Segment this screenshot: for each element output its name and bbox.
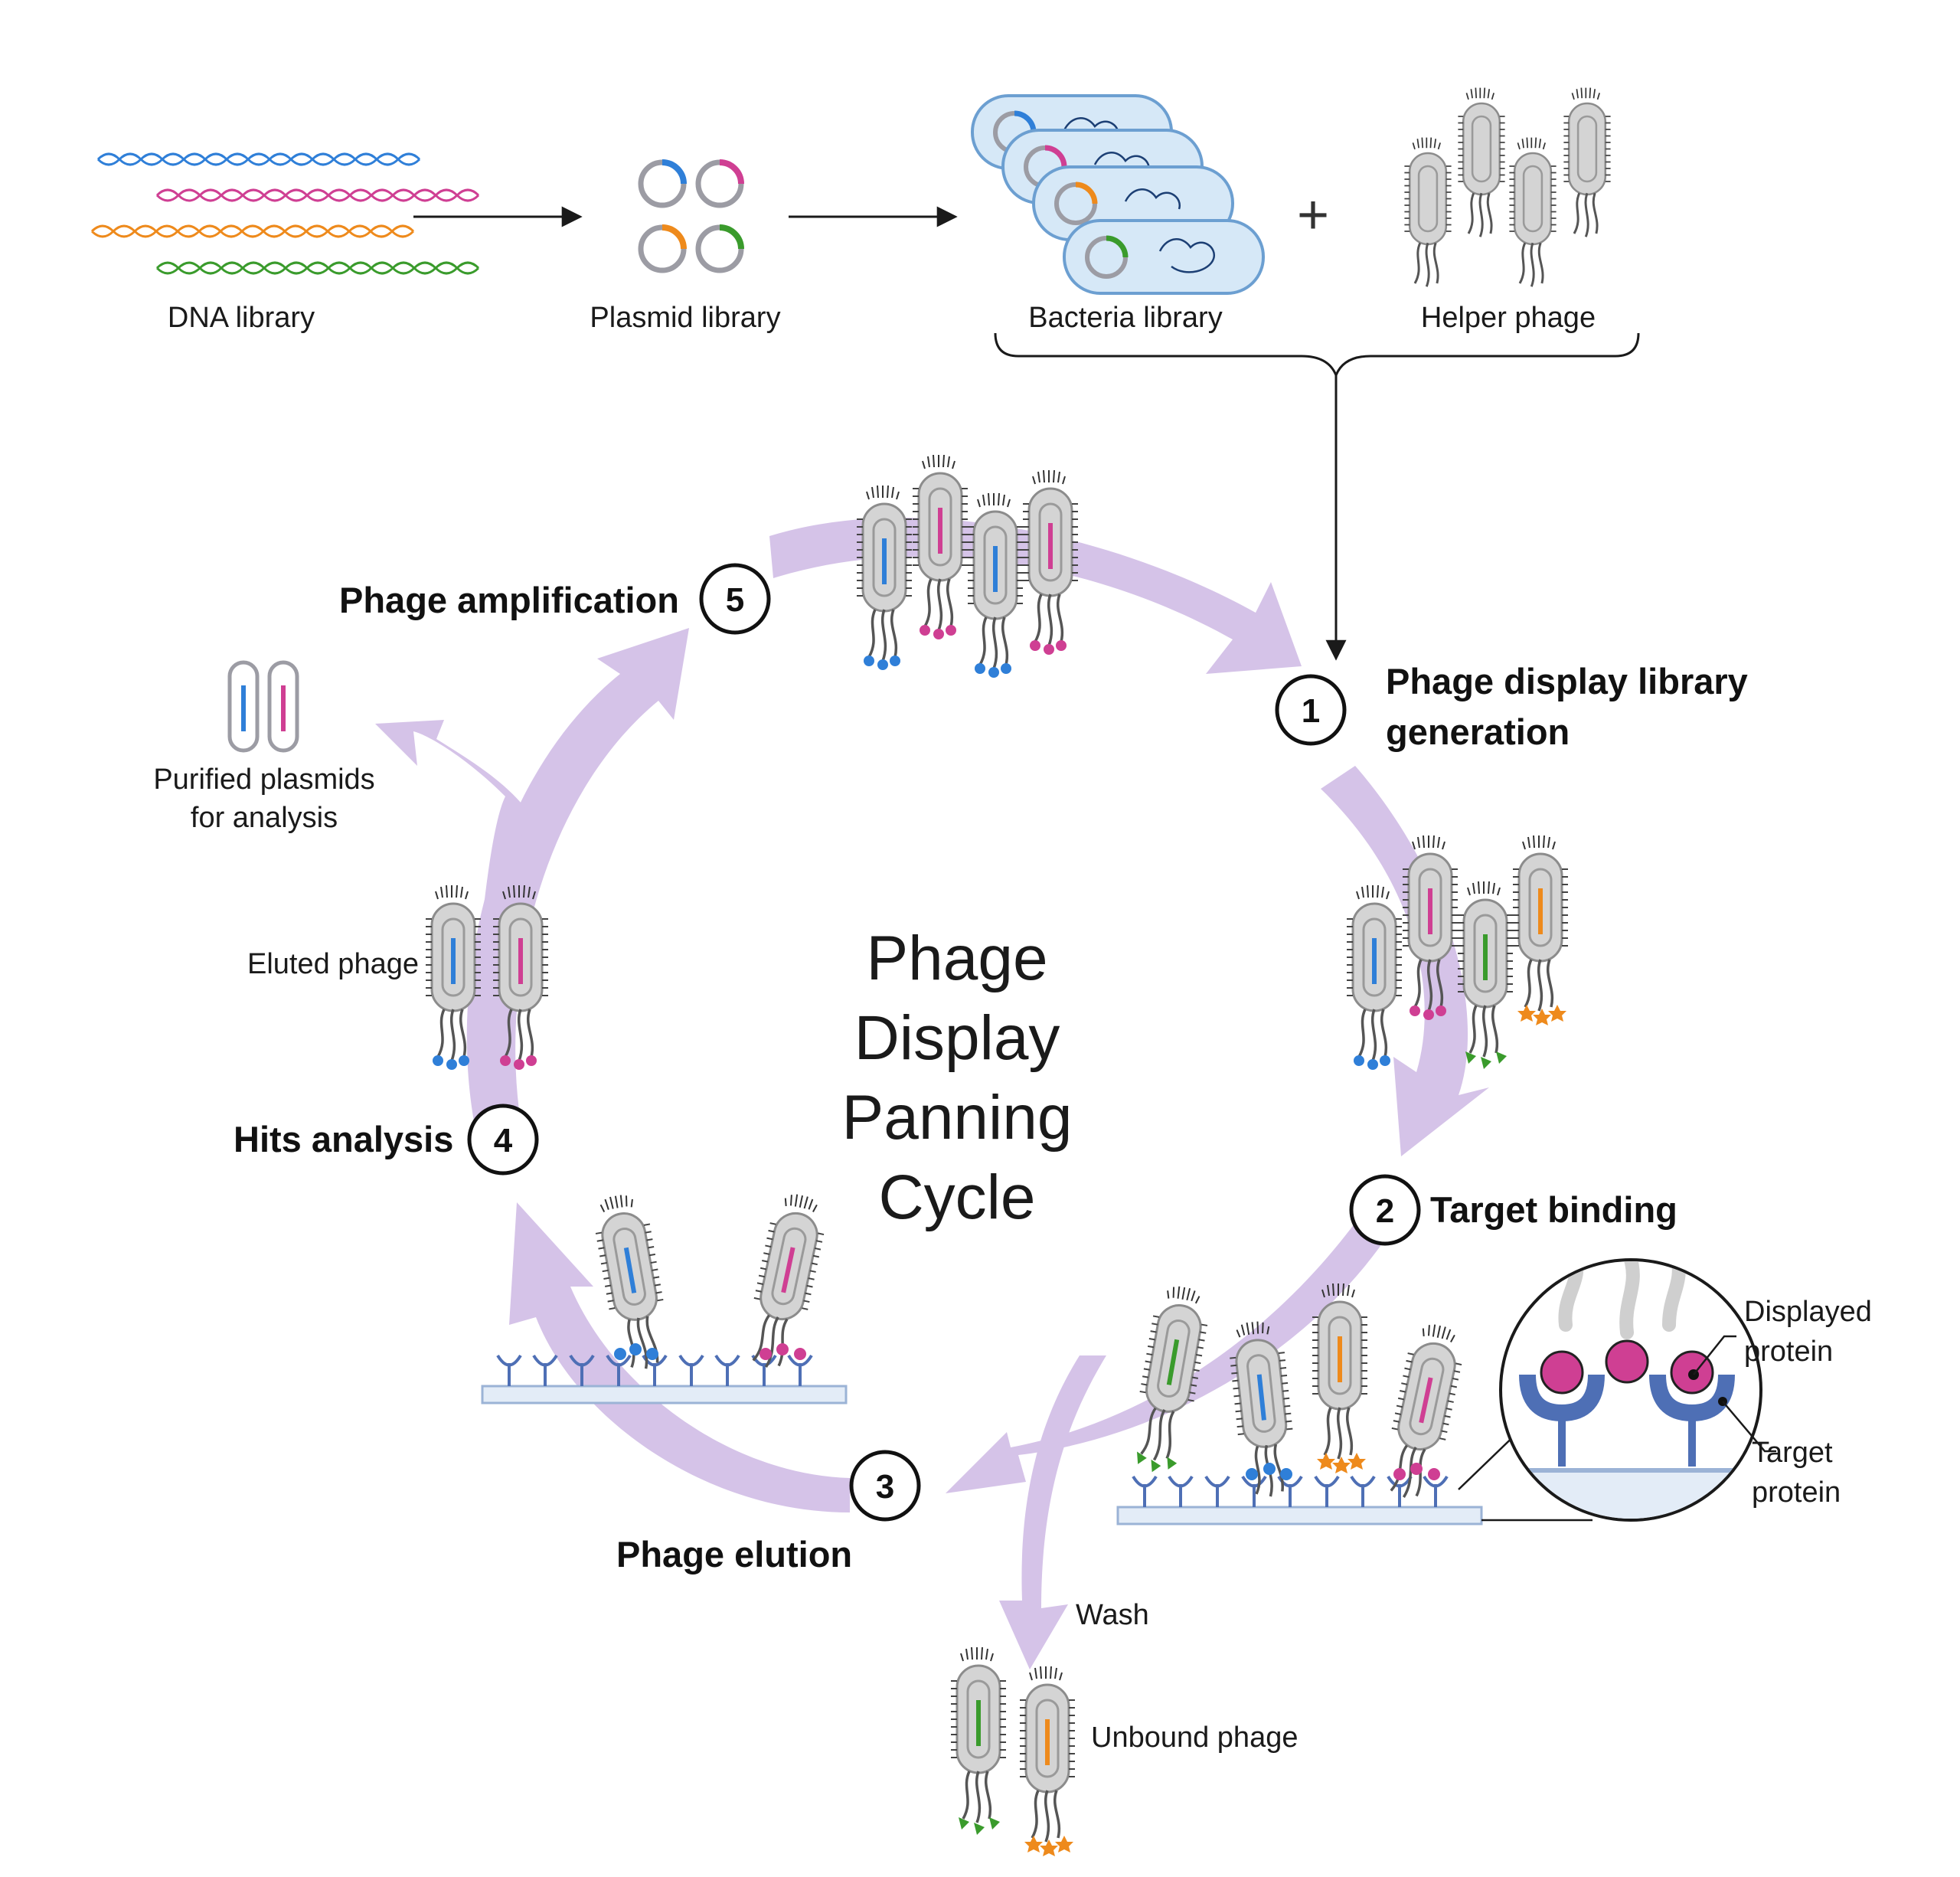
svg-text:4: 4 — [494, 1122, 513, 1159]
step-circles: 1 2 3 4 5 — [467, 563, 1421, 1522]
plasmid-library-label: Plasmid library — [590, 302, 781, 334]
dna-library-illustration — [90, 152, 480, 275]
dna-library-label: DNA library — [167, 302, 315, 334]
svg-text:3: 3 — [876, 1468, 894, 1506]
step-3-label: Phage elution — [616, 1534, 853, 1575]
step-3-circle: 3 — [849, 1450, 921, 1522]
step-1-label-line2: generation — [1386, 711, 1570, 752]
purified-plasmids-label-line2: for analysis — [190, 802, 338, 834]
displayed-protein-label: Displayed — [1744, 1296, 1872, 1328]
target-protein-label-line2: protein — [1752, 1476, 1841, 1509]
svg-text:2: 2 — [1376, 1192, 1394, 1230]
diagram-title: Phage Display Panning Cycle — [841, 924, 1073, 1232]
unbound-phage-label: Unbound phage — [1091, 1722, 1298, 1754]
step-1-circle: 1 — [1275, 674, 1347, 746]
bacteria-library-illustration — [971, 94, 1265, 295]
cycle-arrow-branch — [375, 720, 528, 919]
bacteria-library-label: Bacteria library — [1028, 302, 1223, 334]
purified-plasmids-illustration — [227, 660, 299, 753]
cycle-arrow-bottom — [946, 1218, 1390, 1493]
amplified-phage-group — [855, 453, 1080, 678]
plus-sign: + — [1297, 185, 1329, 246]
wash-label: Wash — [1076, 1599, 1149, 1631]
binding-surface — [1116, 1281, 1483, 1525]
svg-text:1: 1 — [1302, 692, 1320, 730]
eluted-phage-label: Eluted phage — [247, 948, 419, 980]
svg-text:5: 5 — [726, 581, 744, 619]
step-5-label: Phage amplification — [339, 580, 679, 620]
cycle-arrow-bottom-left — [509, 1202, 850, 1512]
displayed-protein-label-line2: protein — [1744, 1336, 1834, 1368]
step-1-label: Phage display library — [1386, 661, 1748, 701]
cycle-arrow-right — [1321, 766, 1489, 1156]
target-protein-label: Target — [1752, 1437, 1833, 1469]
elution-surface — [481, 1189, 848, 1404]
step-5-circle: 5 — [699, 563, 771, 635]
plasmid-library-illustration — [641, 159, 744, 270]
helper-phage-label: Helper phage — [1420, 302, 1596, 334]
purified-plasmids-label: Purified plasmids — [153, 764, 375, 796]
binding-zoom-callout — [1458, 1258, 1776, 1522]
cycle-arrow-wash — [999, 1355, 1106, 1669]
unbound-phage-group — [949, 1646, 1076, 1856]
step-2-circle: 2 — [1349, 1174, 1421, 1246]
eluted-phage-group — [424, 884, 550, 1070]
helper-phage-illustration — [1403, 87, 1612, 288]
step-4-circle: 4 — [467, 1104, 539, 1176]
library-brace — [994, 332, 1640, 379]
library-phage-group — [1345, 834, 1570, 1070]
step-4-label: Hits analysis — [234, 1119, 454, 1159]
step-2-label: Target binding — [1430, 1189, 1677, 1230]
